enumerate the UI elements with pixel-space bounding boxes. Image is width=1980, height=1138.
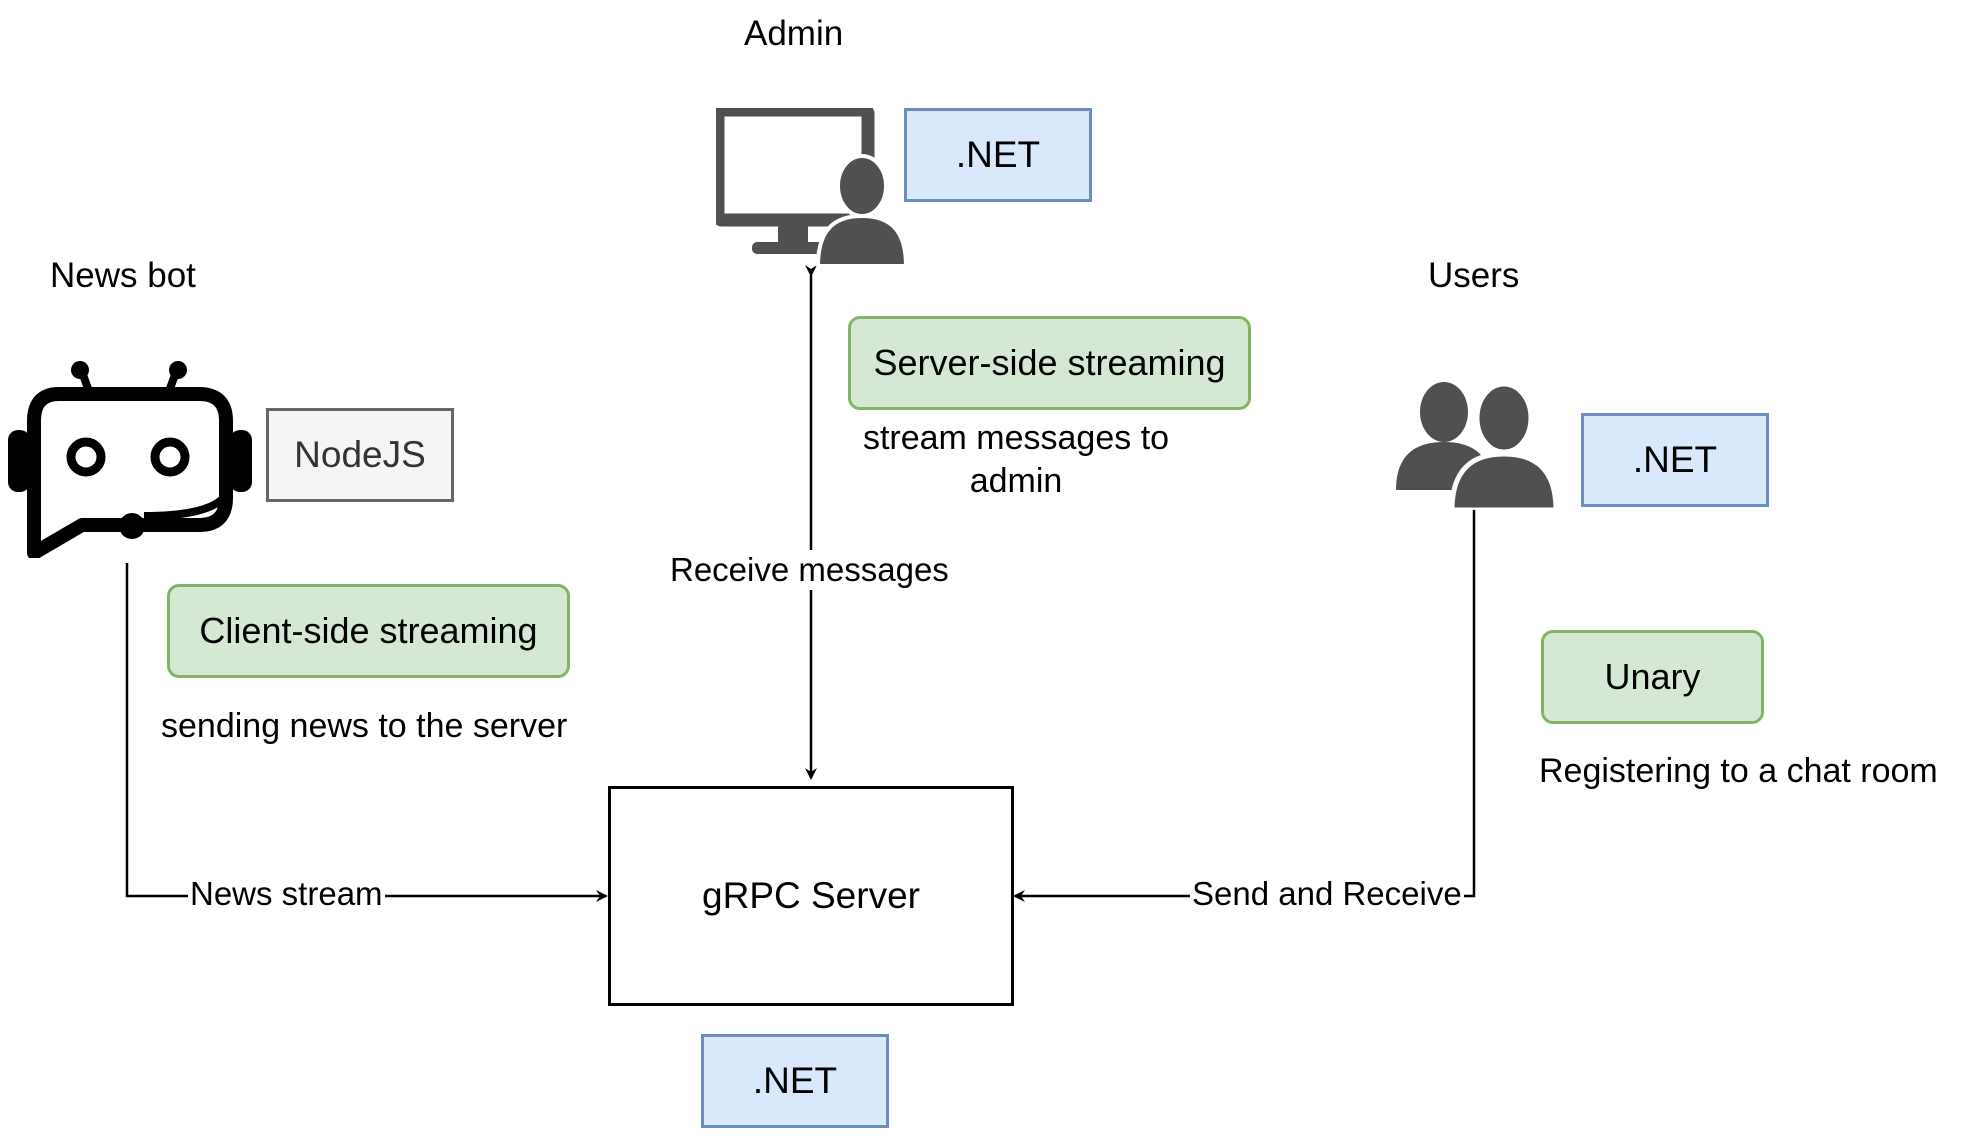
send-receive-label: Send and Receive — [1190, 874, 1464, 914]
admin-title: Admin — [744, 14, 844, 53]
news-bot-title: News bot — [50, 256, 196, 295]
robot-icon — [4, 358, 254, 560]
users-tech-badge: .NET — [1581, 413, 1769, 507]
grpc-server-box: gRPC Server — [608, 786, 1014, 1006]
unary-description: Registering to a chat room — [1539, 752, 1938, 790]
news-stream-connector — [125, 563, 608, 902]
send-receive-connector — [1013, 500, 1480, 902]
admin-tech-badge: .NET — [904, 108, 1092, 202]
server-tech-badge: .NET — [701, 1034, 889, 1128]
server-side-streaming-badge: Server-side streaming — [848, 316, 1251, 410]
server-streaming-description: stream messages to admin — [846, 417, 1186, 502]
receive-messages-label: Receive messages — [668, 550, 951, 590]
client-streaming-description: sending news to the server — [161, 707, 568, 745]
news-bot-tech-badge: NodeJS — [266, 408, 454, 502]
server-streaming-description-line2: admin — [969, 461, 1063, 500]
server-streaming-description-line1: stream messages to — [862, 419, 1170, 457]
users-icon — [1396, 380, 1559, 513]
news-stream-label: News stream — [188, 874, 385, 914]
users-title: Users — [1428, 256, 1520, 295]
client-side-streaming-badge: Client-side streaming — [167, 584, 570, 678]
unary-badge: Unary — [1541, 630, 1764, 724]
admin-computer-icon — [711, 103, 909, 268]
